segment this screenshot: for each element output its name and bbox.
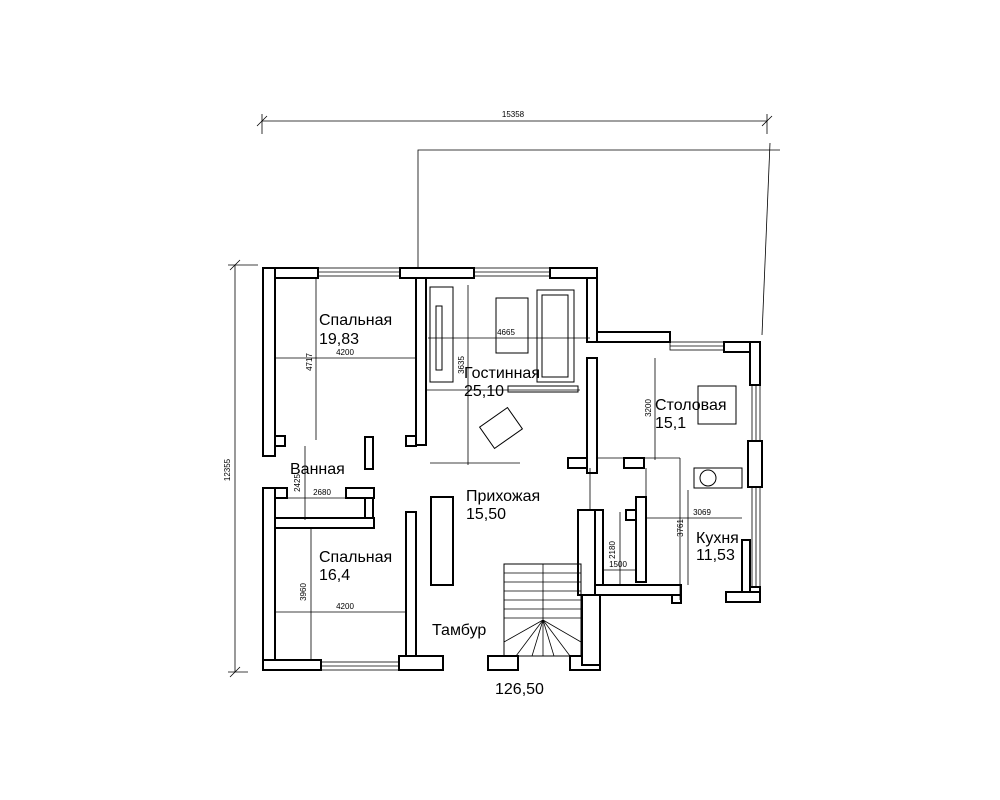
living-height-label: 3635 bbox=[457, 356, 466, 374]
interior-lines bbox=[426, 389, 681, 600]
bed2-width-label: 4200 bbox=[336, 602, 354, 611]
kitchen-name: Кухня bbox=[696, 530, 739, 547]
overall-height-label: 12355 bbox=[223, 458, 232, 481]
living-area: 25,10 bbox=[464, 383, 504, 400]
bedroom2-area: 16,4 bbox=[319, 567, 350, 584]
bed1-height-label: 4717 bbox=[305, 353, 314, 371]
total-area: 126,50 bbox=[495, 681, 544, 698]
hall-name: Прихожая bbox=[466, 488, 540, 505]
bedroom1-area: 19,83 bbox=[319, 331, 359, 348]
bath-width-label: 2680 bbox=[313, 488, 331, 497]
dining-height-label: 3200 bbox=[644, 399, 653, 417]
dining-area: 15,1 bbox=[655, 415, 686, 432]
living-width-label: 4665 bbox=[497, 328, 515, 337]
furniture bbox=[429, 286, 743, 489]
bath-height-label: 2425 bbox=[293, 474, 302, 492]
closet-width-label: 1500 bbox=[609, 560, 627, 569]
staircase bbox=[503, 563, 582, 657]
terrace-outline bbox=[417, 149, 780, 268]
interior-dimensions: 4200 4717 4665 3635 3200 2680 2425 4200 … bbox=[275, 278, 742, 660]
kitchen-area: 11,53 bbox=[696, 547, 735, 564]
bedroom2-name: Спальная bbox=[319, 549, 392, 566]
bed1-width-label: 4200 bbox=[336, 348, 354, 357]
bed2-height-label: 3960 bbox=[299, 583, 308, 601]
closet-height-label: 2180 bbox=[608, 541, 617, 559]
hall-area: 15,50 bbox=[466, 506, 506, 523]
bedroom1-name: Спальная bbox=[319, 312, 392, 329]
kitchen-height-label: 3761 bbox=[676, 519, 685, 537]
dining-name: Столовая bbox=[655, 397, 727, 414]
overall-height-dimension: 12355 bbox=[223, 259, 258, 678]
walls bbox=[262, 267, 763, 671]
vestibule-name: Тамбур bbox=[432, 622, 486, 639]
overall-width-label: 15358 bbox=[502, 110, 525, 119]
kitchen-width-label: 3069 bbox=[693, 508, 711, 517]
living-name: Гостинная bbox=[464, 365, 540, 382]
overall-width-dimension: 15358 bbox=[256, 110, 773, 134]
bath-name: Ванная bbox=[290, 461, 345, 478]
terrace-edge bbox=[761, 142, 771, 336]
